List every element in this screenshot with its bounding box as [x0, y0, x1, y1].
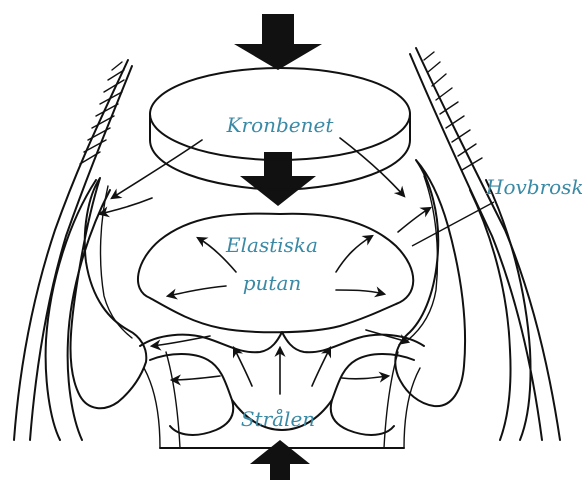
hoof-wall-left	[14, 60, 132, 440]
label-putan: putan	[243, 271, 302, 295]
label-hovbrosk: Hovbrosk	[485, 175, 582, 199]
top-force-arrow-icon	[234, 14, 322, 70]
label-elastiska: Elastiska	[225, 233, 318, 257]
hoof-wall-right	[410, 48, 560, 440]
bottom-force-arrow-icon	[250, 440, 310, 480]
label-stralen: Strålen	[241, 407, 315, 431]
label-kronbenet: Kronbenet	[226, 113, 335, 137]
hovbrosk-leader-line	[412, 202, 494, 246]
hoof-cartilage-left-inner	[101, 186, 132, 338]
